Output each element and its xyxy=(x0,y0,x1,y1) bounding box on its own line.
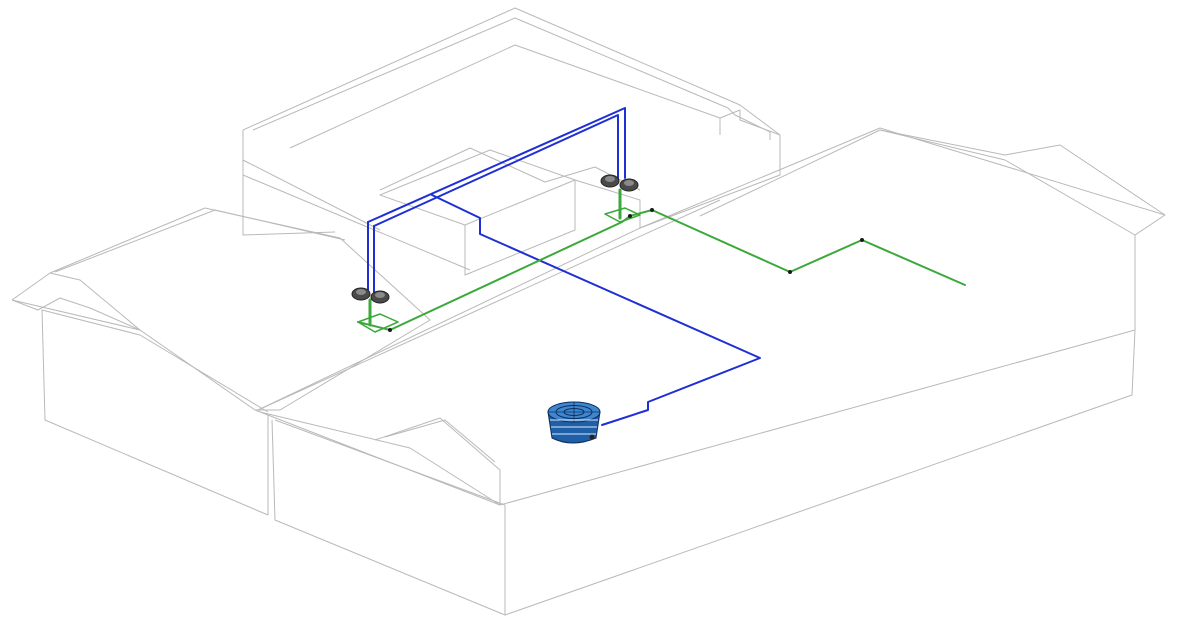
upper-block-roof-line-2 xyxy=(379,147,641,191)
upper-block-wall-band-2 xyxy=(242,174,471,271)
fitting-dot xyxy=(388,328,392,332)
left-wing-gable xyxy=(11,297,141,331)
main-roof-valley xyxy=(879,129,1136,236)
left-wing xyxy=(11,207,431,516)
upper-block-inner-parapet xyxy=(252,17,771,140)
fitting-dot xyxy=(650,208,654,212)
main-roof-outline xyxy=(254,127,1166,506)
condenser-unit-icon xyxy=(547,401,601,444)
left-wing-roof-ridge-2 xyxy=(54,209,346,273)
fan-coil-icon xyxy=(600,174,639,192)
upper-block xyxy=(242,7,781,276)
main-roof-front-gable xyxy=(374,417,501,505)
return-pipe xyxy=(357,188,966,333)
main-roof-front-edge xyxy=(259,411,501,506)
supply-pipe-header xyxy=(367,107,626,223)
supply-pipe xyxy=(367,107,761,426)
upper-block-outline xyxy=(242,7,781,229)
upper-block-roof-line xyxy=(289,44,721,149)
return-pipe-left-box xyxy=(357,313,399,333)
return-pipe-main xyxy=(357,209,966,331)
center-box xyxy=(464,179,576,276)
indoor-unit-right[interactable] xyxy=(600,174,639,192)
fitting-dot xyxy=(628,214,632,218)
fan-coil-icon xyxy=(351,287,390,304)
right-step xyxy=(574,179,641,228)
return-pipe-right-box xyxy=(604,207,641,223)
center-box-top xyxy=(379,149,576,226)
main-eave-line xyxy=(274,419,506,506)
left-wing-roof-outline xyxy=(11,207,431,411)
upper-block-wall-band xyxy=(242,159,381,231)
main-roof-ridge xyxy=(699,129,1166,217)
main-roof-crease xyxy=(257,199,721,411)
upper-block-front-wall xyxy=(242,130,336,236)
main-roof-gable-inner xyxy=(384,419,496,463)
supply-pipe-run xyxy=(431,194,761,426)
upper-block-step xyxy=(719,109,781,136)
left-wing-front-wall xyxy=(41,309,269,516)
left-wing-front-eave xyxy=(41,309,269,413)
indoor-unit-left[interactable] xyxy=(351,287,390,304)
main-front-wall xyxy=(271,329,1136,616)
supply-pipe-header-2 xyxy=(373,114,619,227)
outdoor-unit[interactable] xyxy=(547,401,601,444)
left-wing-roof-ridge xyxy=(49,272,141,331)
fitting-dot xyxy=(788,270,792,274)
fitting-dot xyxy=(860,238,864,242)
main-block xyxy=(254,127,1166,616)
